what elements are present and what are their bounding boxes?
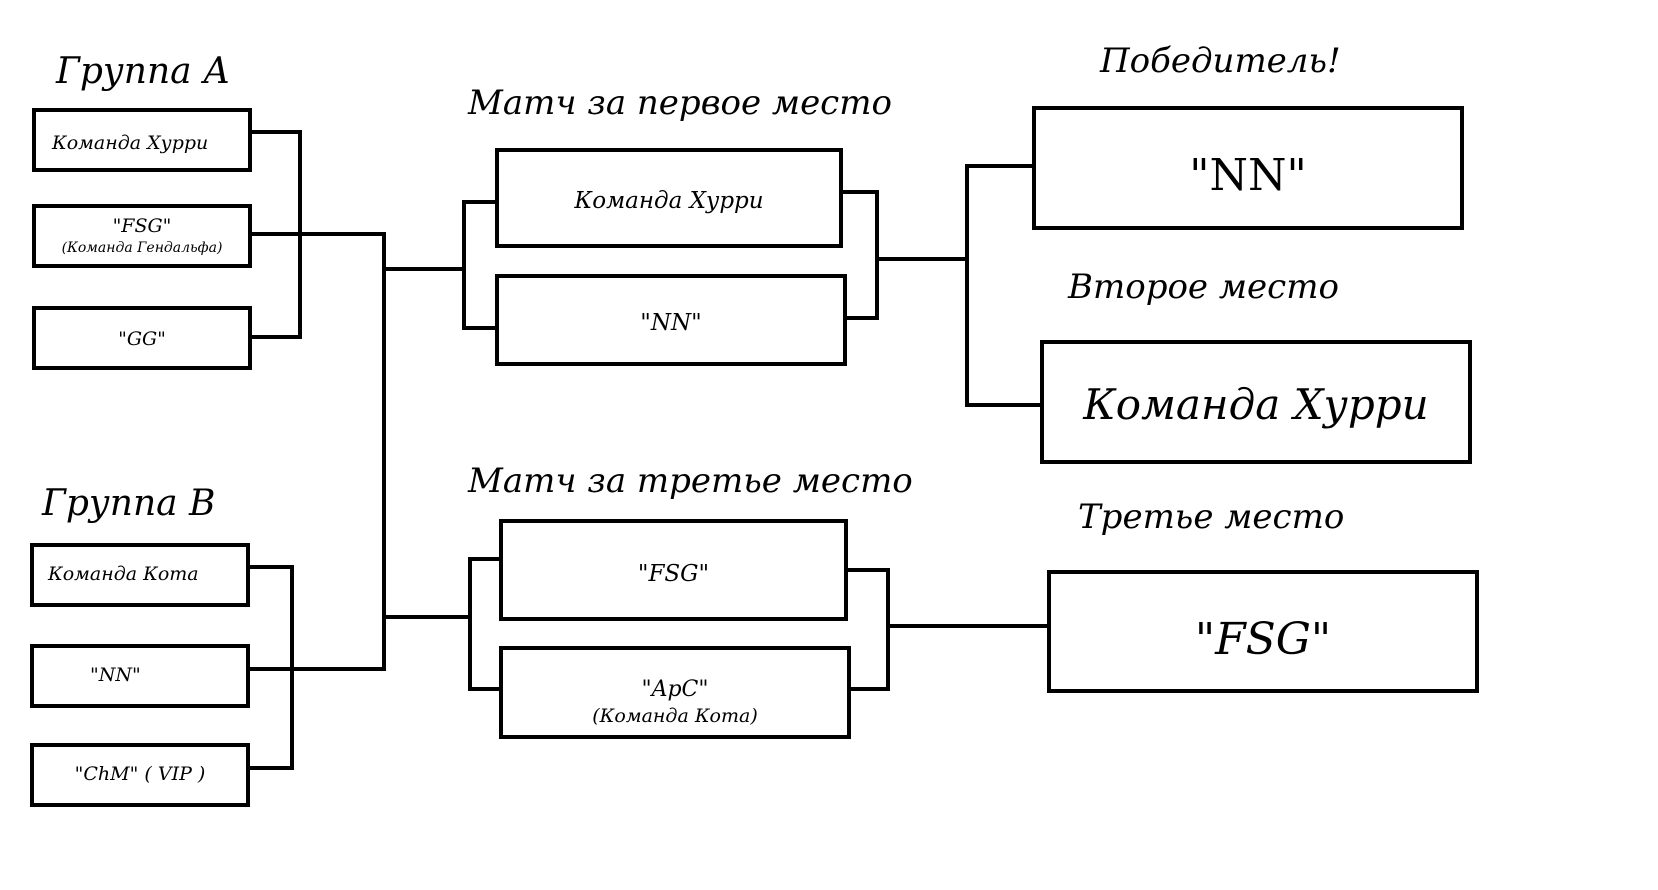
connector-line (847, 316, 879, 320)
connector-line (250, 667, 386, 671)
group-b-team-name: "NN" (90, 664, 141, 686)
connector-line (875, 257, 969, 261)
second-place-box: Команда Хурри (1040, 340, 1472, 464)
group-b-team-name: Команда Кота (48, 563, 199, 585)
group-a-team-box: "GG" (32, 306, 252, 370)
connector-line (886, 568, 890, 691)
final-match-heading: Матч за первое место (468, 83, 892, 123)
third-match-team-name: "ApC" (641, 677, 709, 702)
group-b-team-box: "ChM" ( VIP ) (30, 743, 250, 807)
final-match-team-box: Команда Хурри (495, 148, 843, 248)
group-b-team-box: "NN" (30, 644, 250, 708)
group-a-team-name: "GG" (118, 328, 166, 350)
third-match-heading: Матч за третье место (468, 461, 913, 501)
third-match-team-name: "FSG" (637, 561, 710, 587)
connector-line (462, 326, 497, 330)
third-match-team-subtitle: (Команда Кота) (592, 705, 758, 727)
final-match-team-box: "NN" (495, 274, 847, 366)
second-place-team-name: Команда Хурри (1083, 380, 1429, 429)
connector-line (462, 200, 466, 330)
connector-line (965, 164, 1034, 168)
group-a-team-name: Команда Хурри (52, 132, 209, 154)
connector-line (462, 200, 497, 204)
connector-line (252, 335, 302, 339)
connector-line (965, 164, 969, 407)
second-place-heading: Второе место (1068, 267, 1339, 307)
group-b-team-box: Команда Кота (30, 543, 250, 607)
third-place-box: "FSG" (1047, 570, 1479, 693)
connector-line (468, 557, 501, 561)
connector-line (843, 190, 879, 194)
connector-line (290, 565, 294, 770)
connector-line (848, 568, 890, 572)
winner-team-name: "NN" (1189, 150, 1307, 201)
group-b-team-name: "ChM" ( VIP ) (74, 763, 206, 785)
connector-line (382, 615, 472, 619)
connector-line (252, 232, 386, 236)
connector-line (382, 232, 386, 671)
winner-box: "NN" (1032, 106, 1464, 230)
connector-line (252, 130, 302, 134)
winner-heading: Победитель! (1100, 41, 1341, 81)
third-match-team-box: "FSG" (499, 519, 848, 621)
third-place-heading: Третье место (1078, 497, 1345, 537)
connector-line (965, 403, 1042, 407)
group-b-heading: Группа В (42, 483, 216, 524)
connector-line (468, 557, 472, 691)
final-match-team-name: Команда Хурри (574, 188, 764, 214)
connector-line (382, 267, 466, 271)
group-a-team-name: "FSG" (112, 215, 172, 237)
group-a-team-box: Команда Хурри (32, 108, 252, 172)
final-match-team-name: "NN" (640, 310, 702, 336)
group-a-team-box: "FSG" (Команда Гендальфа) (32, 204, 252, 268)
third-match-team-box: "ApC" (Команда Кота) (499, 646, 851, 739)
connector-line (250, 766, 294, 770)
third-place-team-name: "FSG" (1194, 614, 1332, 665)
connector-line (298, 130, 302, 339)
group-a-team-subtitle: (Команда Гендальфа) (61, 240, 223, 256)
group-a-heading: Группа А (56, 51, 231, 92)
connector-line (250, 565, 294, 569)
connector-line (886, 624, 1049, 628)
connector-line (468, 687, 501, 691)
connector-line (875, 190, 879, 320)
connector-line (851, 687, 890, 691)
